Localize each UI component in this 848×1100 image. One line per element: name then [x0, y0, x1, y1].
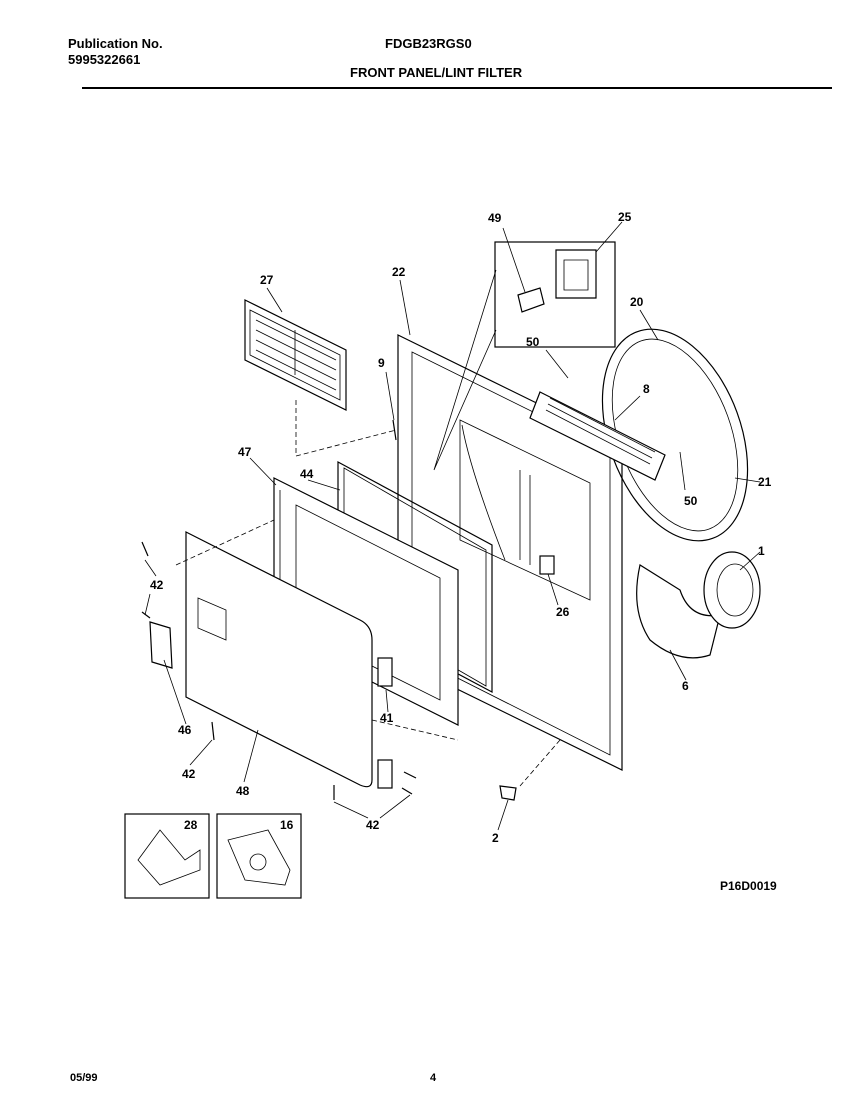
label-49: 49	[488, 211, 502, 225]
label-28: 28	[184, 818, 198, 832]
label-42-a: 42	[150, 578, 164, 592]
label-20: 20	[630, 295, 644, 309]
label-16: 16	[280, 818, 294, 832]
diagram-code: P16D0019	[720, 879, 777, 893]
guide-lines	[175, 400, 561, 787]
door-handle-46	[149, 621, 173, 669]
label-26: 26	[556, 605, 570, 619]
label-50-bottom: 50	[684, 494, 698, 508]
outer-door-48	[185, 531, 373, 788]
screws-42	[141, 419, 417, 800]
label-9: 9	[378, 356, 385, 370]
inset-28	[124, 813, 210, 899]
label-21: 21	[758, 475, 772, 489]
label-46: 46	[178, 723, 192, 737]
label-2: 2	[492, 831, 499, 845]
publication-number: 5995322661	[68, 52, 141, 67]
hinge-upper-41	[377, 657, 393, 687]
label-42-b: 42	[182, 767, 196, 781]
duct-ring-1	[703, 551, 761, 629]
part-labels: 27 22 9 49 25 20 50 8 50 21 1 6 26 47 44…	[150, 210, 772, 845]
label-48: 48	[236, 784, 250, 798]
label-42-c: 42	[366, 818, 380, 832]
label-22: 22	[392, 265, 406, 279]
blower-duct-6	[636, 551, 761, 659]
hinge-lower-41	[377, 759, 393, 789]
leader-lines	[144, 221, 761, 831]
label-27: 27	[260, 273, 274, 287]
label-47: 47	[238, 445, 252, 459]
footer-date: 05/99	[70, 1072, 98, 1084]
header-divider	[82, 87, 832, 89]
label-6: 6	[682, 679, 689, 693]
label-25: 25	[618, 210, 632, 224]
lint-duct-8	[529, 391, 666, 481]
label-44: 44	[300, 467, 314, 481]
label-41: 41	[380, 711, 394, 725]
page-number: 4	[430, 1072, 437, 1084]
leveling-foot-2	[499, 785, 517, 801]
label-50-top: 50	[526, 335, 540, 349]
label-8: 8	[643, 382, 650, 396]
page-title: FRONT PANEL/LINT FILTER	[350, 65, 523, 80]
inset-16	[216, 813, 302, 899]
model-number: FDGB23RGS0	[385, 36, 472, 51]
label-1: 1	[758, 544, 765, 558]
lint-filter-27	[244, 299, 347, 411]
door-switch-26	[539, 555, 555, 575]
publication-label: Publication No.	[68, 36, 163, 51]
inset-49-25	[433, 241, 616, 471]
